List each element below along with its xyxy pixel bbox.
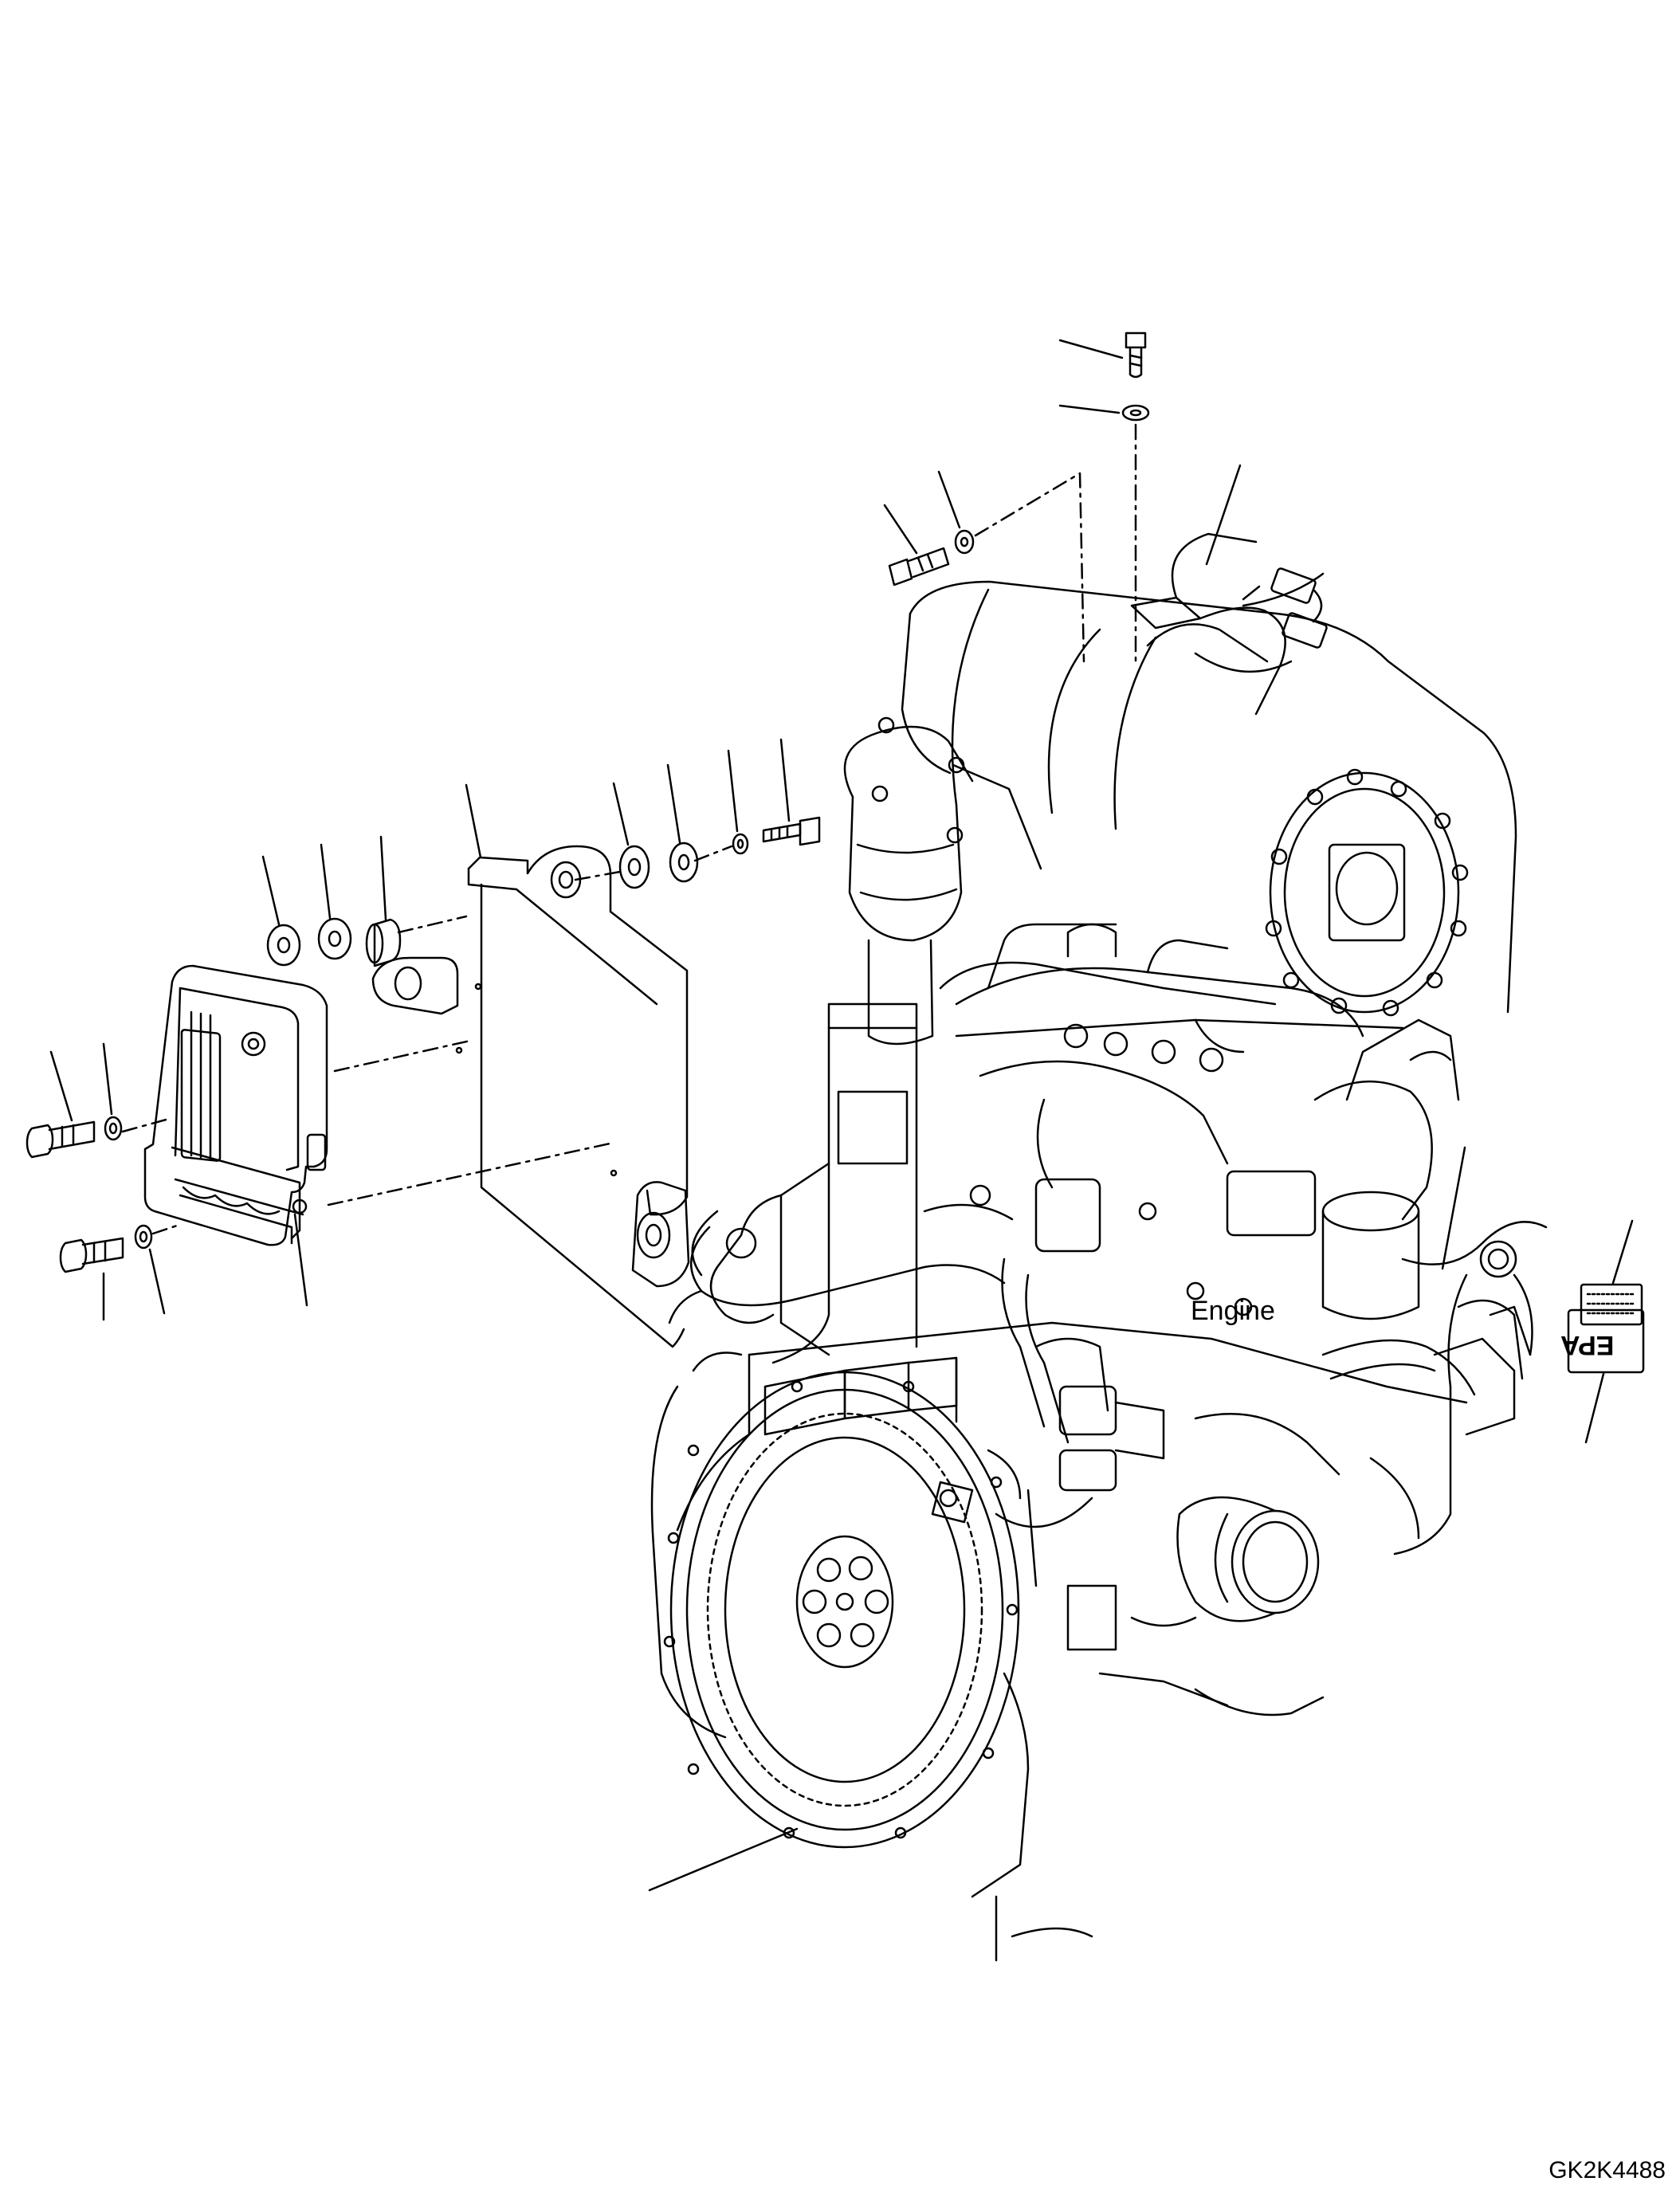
center-line	[397, 915, 468, 934]
top-washer	[1121, 404, 1150, 422]
leader-line	[612, 782, 630, 846]
front-washer-2	[317, 917, 352, 960]
center-line	[974, 472, 1085, 663]
center-line	[693, 845, 733, 862]
center-line	[333, 1039, 472, 1073]
leader-line	[49, 1050, 73, 1122]
flywheel-housing	[650, 1352, 1325, 1962]
leader-line	[1058, 404, 1121, 414]
sensor-harness	[1130, 532, 1328, 716]
emission-decal-small	[1580, 1283, 1643, 1326]
drawing-number: GK2K4488	[1549, 2157, 1666, 2183]
leader-line	[1584, 1372, 1605, 1444]
leader-line	[1205, 464, 1242, 566]
bracket-bolt	[762, 816, 821, 846]
leader-line	[379, 835, 387, 921]
leader-line	[261, 855, 281, 926]
leader-line	[465, 783, 482, 859]
center-line	[327, 1141, 615, 1206]
engine-label: Engine	[1191, 1296, 1275, 1326]
top-bolt	[1125, 332, 1147, 379]
leader-line	[293, 1213, 308, 1307]
side-washer	[954, 529, 975, 555]
leader-line	[320, 843, 332, 920]
exhaust-outlet-pipe	[1176, 1496, 1320, 1622]
epa-decal	[1567, 1308, 1645, 1374]
ecm-upper-washer	[104, 1116, 123, 1141]
leader-line	[666, 763, 681, 844]
leader-line	[937, 470, 961, 529]
leader-line	[779, 738, 791, 822]
intake-elbow	[843, 716, 974, 1046]
flywheel-bolt-holes	[663, 1380, 1019, 1839]
dpf-flange-bolts	[1265, 768, 1469, 1017]
center-line	[121, 1117, 171, 1133]
leader-line	[102, 1042, 113, 1116]
engine-controller-ecm	[143, 964, 328, 1246]
leader-line	[883, 504, 918, 555]
ecm-lower-washer	[134, 1224, 153, 1250]
ecm-bracket	[371, 845, 690, 1348]
spacer-collar	[365, 918, 402, 967]
center-line	[151, 1222, 183, 1235]
ecm-upper-bolt	[26, 1120, 96, 1159]
flywheel	[663, 1371, 1020, 1849]
epa-decal-text: EPA	[1560, 1330, 1615, 1360]
bracket-small-washer	[732, 833, 749, 855]
side-bolt	[888, 547, 950, 587]
front-washer-1	[266, 924, 301, 967]
center-line	[574, 870, 622, 881]
bracket-large-washer-1	[618, 845, 650, 889]
leader-line	[148, 1248, 166, 1315]
leader-line	[1058, 339, 1124, 359]
leader-line	[1441, 1146, 1466, 1270]
bracket-large-washer-2	[669, 842, 699, 883]
engine-block	[668, 923, 1548, 1651]
leader-line	[648, 1827, 799, 1892]
leader-line	[727, 749, 739, 833]
leader-line	[1611, 1219, 1634, 1285]
exhaust-aftertreatment	[901, 580, 1517, 1017]
ecm-lower-bolt	[59, 1237, 124, 1273]
